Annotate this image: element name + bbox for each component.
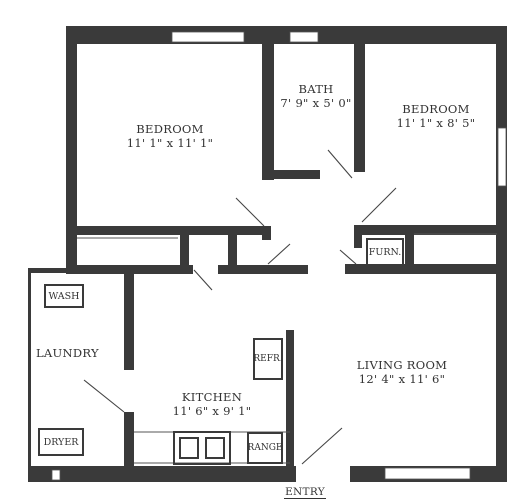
furnace-wall-left xyxy=(354,230,362,248)
kitchen-wall xyxy=(124,412,134,468)
range: RANGE xyxy=(247,432,283,464)
kitchen-dims: 11' 6" x 9' 1" xyxy=(172,404,252,418)
sink-basin xyxy=(173,431,231,465)
bath-dims: 7' 9" x 5' 0" xyxy=(280,96,352,110)
sink-bowl-right xyxy=(205,437,225,459)
living-room-dims: 12' 4" x 11' 6" xyxy=(358,372,446,386)
bedroom1-dims: 11' 1" x 11' 1" xyxy=(126,136,214,150)
dryer: DRYER xyxy=(38,428,84,456)
washer: WASH xyxy=(44,284,84,308)
hall-stub-3 xyxy=(228,232,237,270)
door-bedroom2 xyxy=(361,187,397,223)
furnace: FURN. xyxy=(366,238,404,266)
window-kitchen xyxy=(51,469,61,481)
hall-bottom-wall xyxy=(218,265,308,274)
door-entry xyxy=(301,427,343,465)
right-wall xyxy=(496,26,507,482)
door-closet xyxy=(193,269,213,291)
bath-name: BATH xyxy=(298,82,334,96)
closet-wall xyxy=(66,265,193,274)
door-laundry xyxy=(83,379,125,413)
living-room-label: LIVING ROOM 12' 4" x 11' 6" xyxy=(348,358,456,386)
windows xyxy=(51,31,507,481)
bath-wall-left xyxy=(262,42,274,180)
laundry-top-wall xyxy=(28,268,68,273)
living-room-name: LIVING ROOM xyxy=(356,358,448,372)
doors xyxy=(83,149,397,465)
bedroom2-dims: 11' 1" x 8' 5" xyxy=(396,116,476,130)
living-top-wall xyxy=(345,264,500,274)
bath-wall-bottom xyxy=(262,170,320,179)
sink xyxy=(173,431,231,465)
window-bath xyxy=(289,31,319,43)
bottom-wall-left xyxy=(28,466,296,482)
bedroom1-label: BEDROOM 11' 1" x 11' 1" xyxy=(118,122,222,150)
window-living xyxy=(384,467,471,480)
hall-wall-top xyxy=(170,226,270,235)
kitchen-label: KITCHEN 11' 6" x 9' 1" xyxy=(164,390,260,418)
refrigerator: REFR. xyxy=(253,338,283,380)
hall-stub-2 xyxy=(180,232,189,270)
door-hall xyxy=(267,243,291,265)
laundry-partition xyxy=(124,274,134,370)
bedroom1-name: BEDROOM xyxy=(136,122,204,136)
laundry-name: LAUNDRY xyxy=(36,346,99,360)
left-wall xyxy=(66,26,77,274)
door-furnace xyxy=(339,249,357,265)
hall-stub-1 xyxy=(262,226,271,240)
furnace-wall-right xyxy=(405,230,414,272)
interior-walls xyxy=(28,42,500,468)
door-bath xyxy=(327,149,353,179)
bedroom2-bottom-wall xyxy=(354,225,500,235)
entry-label: ENTRY xyxy=(284,486,326,499)
window-bedroom1 xyxy=(171,31,245,43)
bath-label: BATH 7' 9" x 5' 0" xyxy=(276,82,356,110)
bedroom2-label: BEDROOM 11' 1" x 8' 5" xyxy=(388,102,484,130)
bath-wall-right xyxy=(354,42,365,172)
kitchen-name: KITCHEN xyxy=(181,390,243,404)
sink-bowl-left xyxy=(179,437,199,459)
laundry-label: LAUNDRY xyxy=(36,346,106,360)
kitchen-right-wall xyxy=(286,330,294,466)
door-bedroom1 xyxy=(235,197,265,227)
top-wall xyxy=(66,26,506,44)
window-bedroom2 xyxy=(497,127,507,187)
bedroom1-bottom-wall xyxy=(66,226,254,235)
bedroom2-name: BEDROOM xyxy=(402,102,470,116)
laundry-left-wall xyxy=(28,270,31,466)
